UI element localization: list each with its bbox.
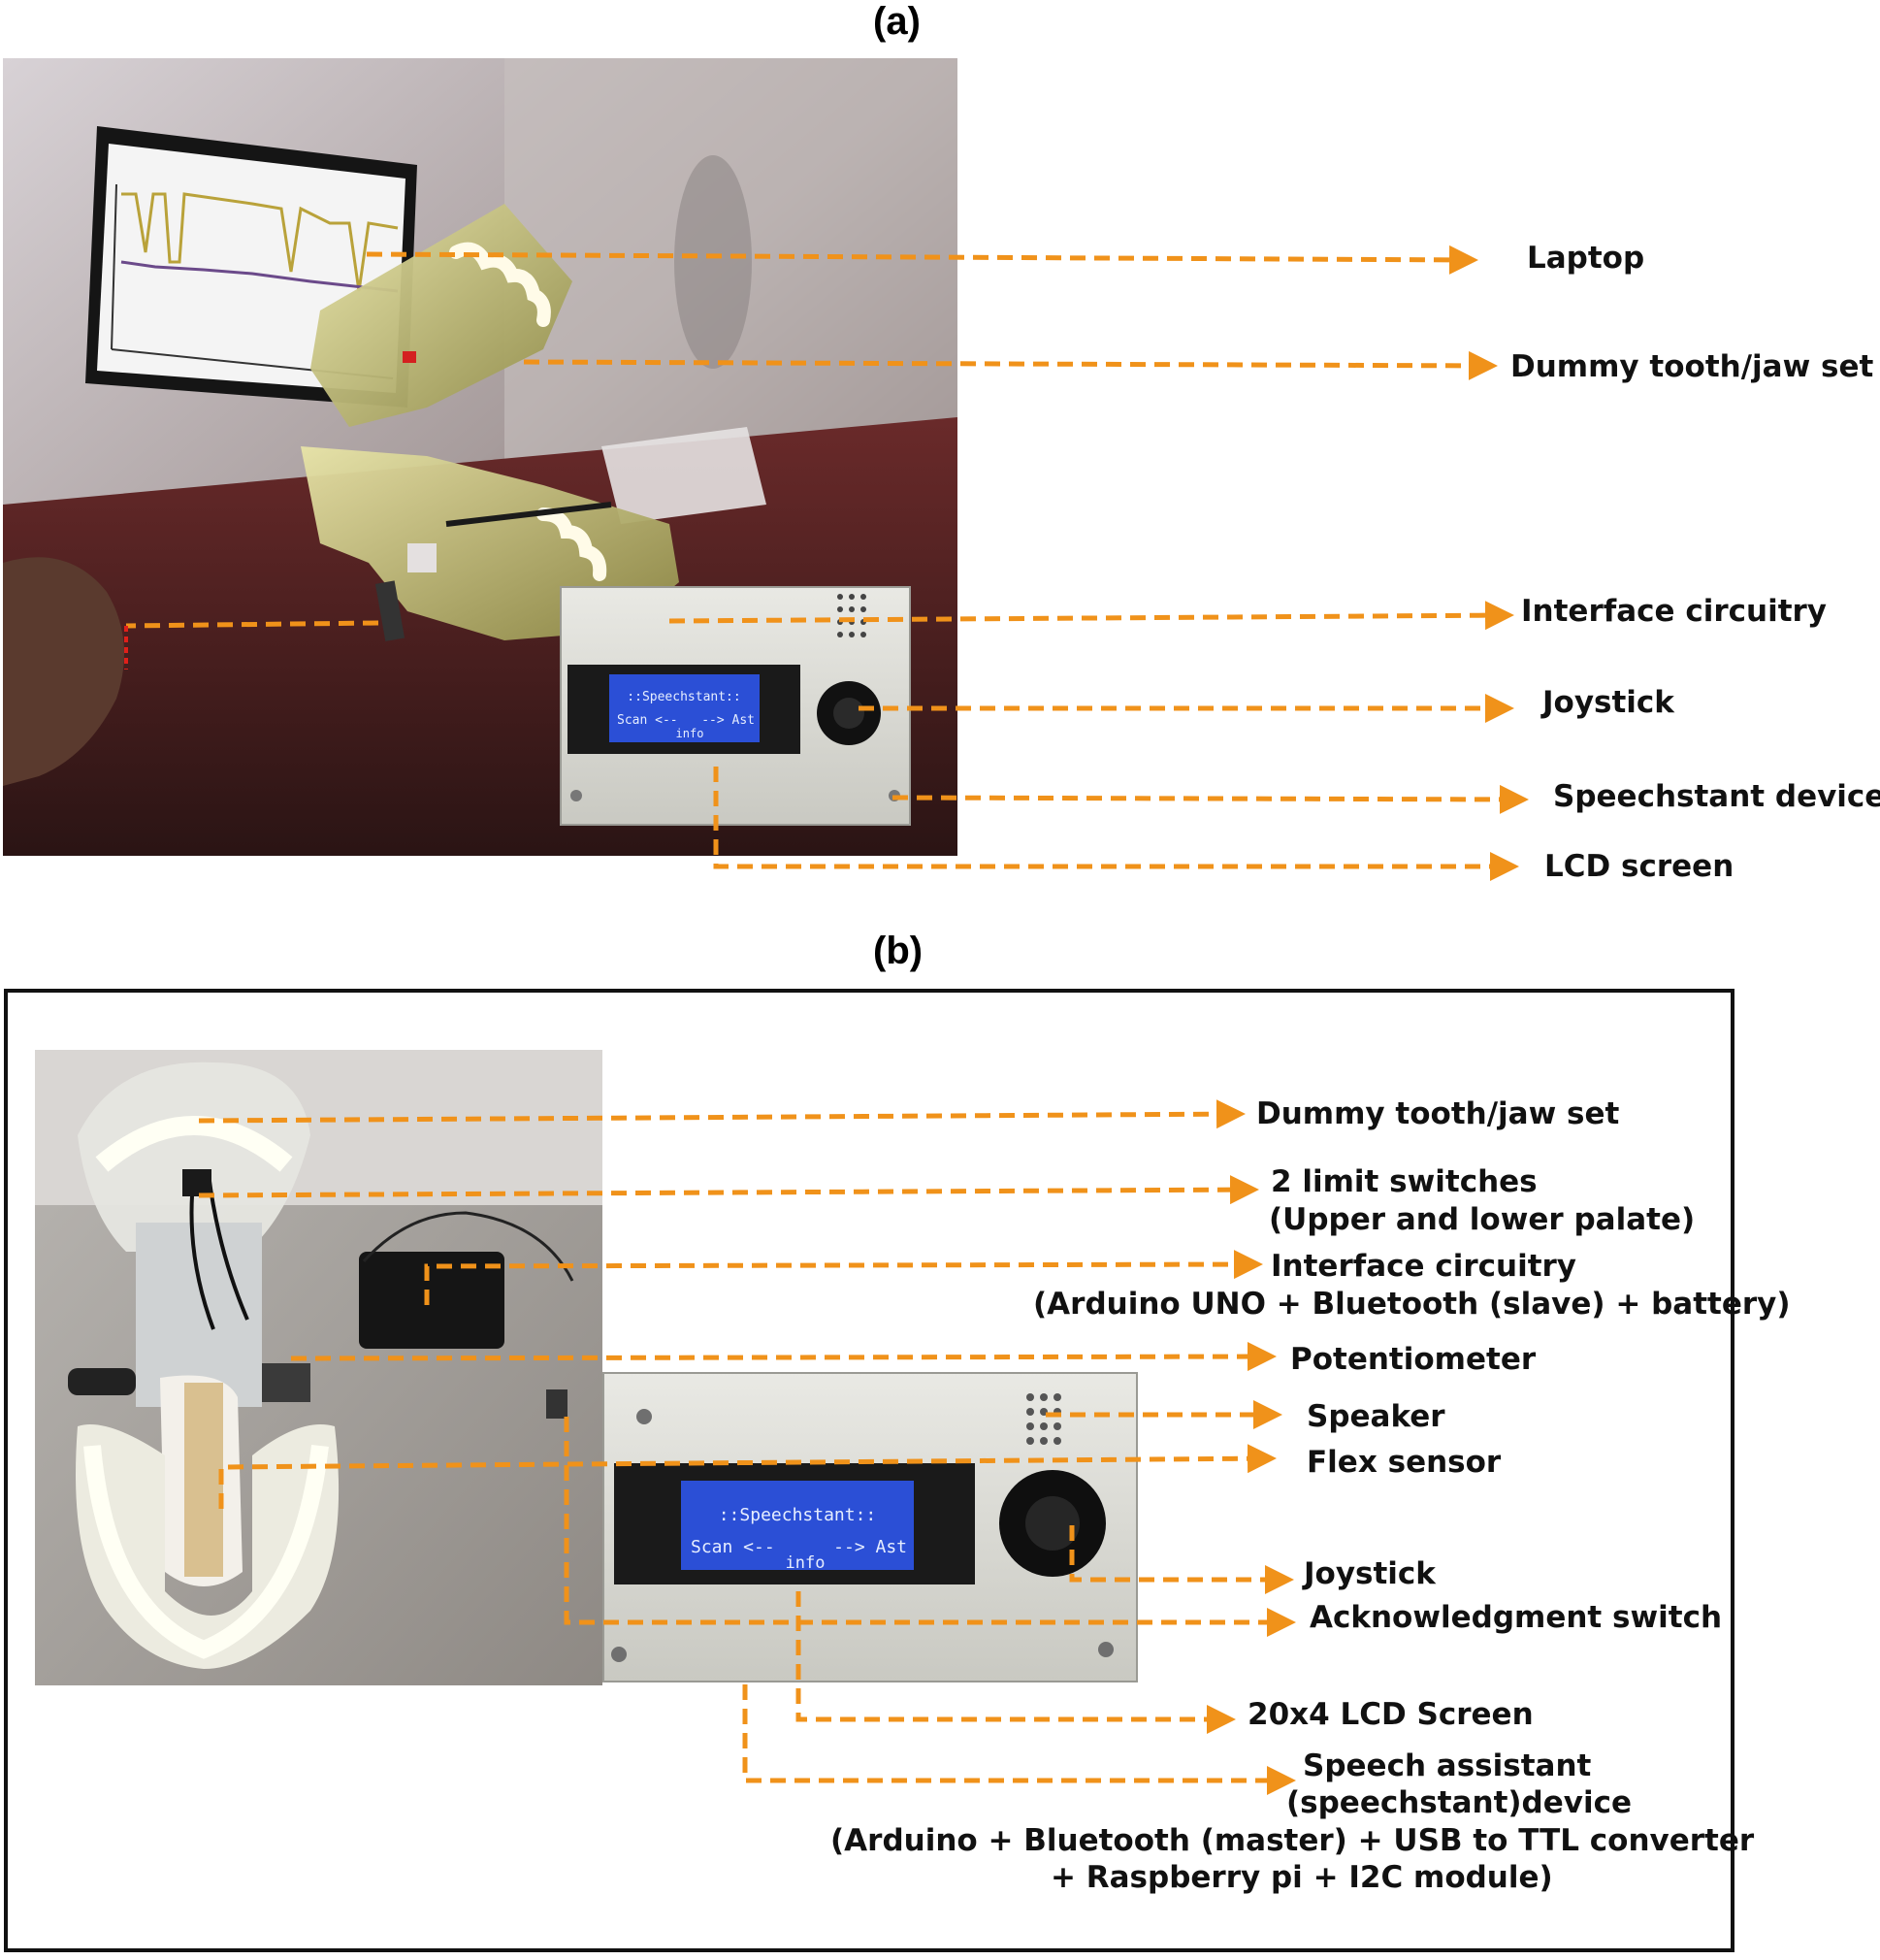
speechstant-device-illustration-b [602, 1372, 1138, 1682]
leader-b-flex [218, 1444, 1277, 1509]
panel-label-b: (b) [873, 930, 924, 972]
leader-b-pot [290, 1342, 1277, 1372]
interface-circuitry-illustration-b [359, 1211, 574, 1349]
lcd-b-line2-right: --> Ast [833, 1537, 907, 1557]
label-b-speech-assistant-2: (speechstant)device [1286, 1785, 1633, 1820]
leader-b-jaw [198, 1099, 1246, 1129]
speechstant-device-illustration-a [560, 586, 911, 826]
label-a-laptop: Laptop [1527, 241, 1645, 276]
lcd-b-line2-left: Scan <-- [691, 1537, 775, 1557]
label-b-speech-assistant-1: Speech assistant [1303, 1748, 1592, 1783]
label-a-interface: Interface circuitry [1521, 594, 1828, 629]
lcd-a-line3: info [676, 727, 704, 740]
lcd-screen-a: ::Speechstant:: Scan <-- --> Ast info [617, 690, 755, 740]
leader-a-interface-left [125, 620, 379, 629]
lcd-a-line2-right: --> Ast [701, 713, 755, 728]
leader-lines-b [198, 1099, 1296, 1795]
label-b-flex-sensor: Flex sensor [1307, 1445, 1502, 1480]
lcd-b-line3: info [786, 1553, 826, 1573]
leader-b-lcd [795, 1591, 1236, 1734]
label-b-dummy-jaw: Dummy tooth/jaw set [1256, 1096, 1620, 1131]
photo-a [3, 58, 957, 856]
lcd-a-line1: ::Speechstant:: [627, 690, 740, 704]
leader-lines-a [125, 245, 1529, 881]
label-b-lcd-20x4: 20x4 LCD Screen [1248, 1697, 1534, 1732]
label-a-joystick: Joystick [1542, 685, 1674, 720]
lcd-b-line1: ::Speechstant:: [719, 1505, 877, 1525]
leader-b-joystick [1069, 1525, 1294, 1594]
panel-label-a: (a) [873, 0, 921, 43]
leader-b-limit [198, 1175, 1259, 1205]
dummy-jaw-illustration-b [68, 1062, 340, 1669]
label-b-interface-sub: (Arduino UNO + Bluetooth (slave) + batte… [1033, 1287, 1791, 1322]
label-b-interface: Interface circuitry [1271, 1249, 1577, 1284]
leader-a-lcd [713, 767, 1519, 881]
label-b-speech-assistant-4: + Raspberry pi + I2C module) [1051, 1860, 1553, 1895]
lcd-screen-b: ::Speechstant:: Scan <-- --> Ast info [691, 1505, 907, 1573]
label-b-limit-switches-sub: (Upper and lower palate) [1269, 1202, 1696, 1237]
label-a-dummy-jaw: Dummy tooth/jaw set [1510, 349, 1874, 384]
label-b-speaker: Speaker [1307, 1399, 1445, 1434]
leader-b-ack [564, 1417, 1296, 1637]
leader-b-interface [424, 1250, 1263, 1305]
leader-a-device [891, 784, 1529, 814]
leader-b-device [742, 1684, 1296, 1795]
leader-a-laptop [366, 245, 1478, 275]
label-b-joystick: Joystick [1304, 1556, 1436, 1591]
label-b-potentiometer: Potentiometer [1290, 1342, 1537, 1377]
photo-b [35, 1050, 602, 1685]
label-a-lcd-screen: LCD screen [1544, 849, 1734, 884]
leader-a-interface [668, 601, 1514, 631]
panel-b-frame [4, 989, 1734, 1952]
leader-a-jaw [523, 350, 1498, 380]
label-b-limit-switches: 2 limit switches [1271, 1164, 1538, 1199]
label-b-ack-switch: Acknowledgment switch [1310, 1600, 1723, 1635]
lcd-a-line2-left: Scan <-- [617, 713, 678, 728]
label-a-speechstant-device: Speechstant device [1553, 779, 1880, 814]
label-b-speech-assistant-3: (Arduino + Bluetooth (master) + USB to T… [830, 1823, 1755, 1858]
